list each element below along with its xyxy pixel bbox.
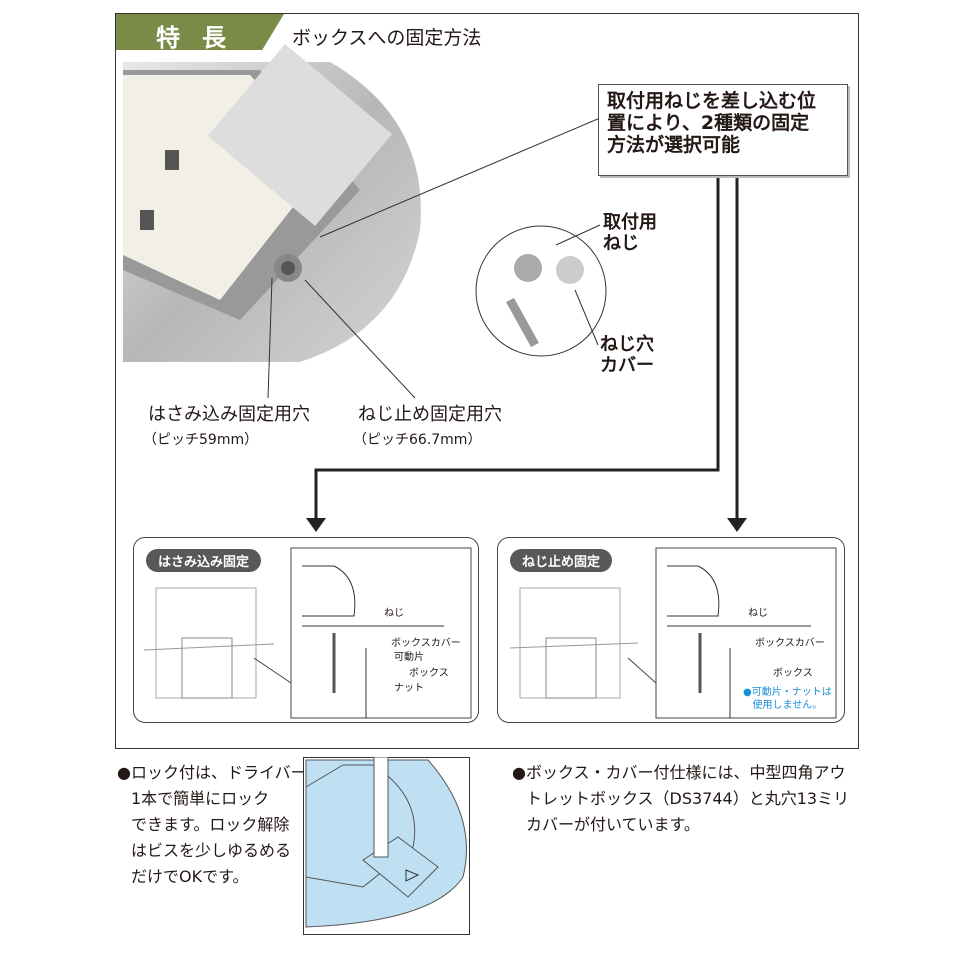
text-line: カバー	[600, 355, 654, 376]
text-line: 1本で簡単にロック	[131, 789, 270, 808]
text-line: 取付用	[603, 212, 657, 233]
diagram-label: ナット	[394, 683, 424, 694]
clamp-hole-label: はさみ込み固定用穴	[148, 404, 310, 425]
diagram-label: ボックスカバー	[755, 638, 825, 649]
text-line: カバーが付いています。	[526, 815, 700, 834]
text-line: 使用しません。	[752, 700, 823, 711]
clamp-hole-pitch: （ピッチ59mm）	[143, 432, 259, 448]
screw-hole-pitch: （ピッチ66.7mm）	[353, 432, 482, 448]
text-line: ●ロック付は、ドライバー	[117, 763, 307, 782]
callout-line: 置により、2種類の固定	[607, 112, 810, 134]
diagram-label: ねじ	[384, 608, 404, 619]
box-cover-note: ●ボックス・カバー付仕様には、中型四角アウトレットボックス（DS3744）と丸穴…	[512, 760, 849, 838]
clamp-diagram	[143, 547, 472, 719]
screw-label: 取付用ねじ	[603, 212, 657, 254]
lock-illustration	[303, 757, 470, 935]
panel-title: はさみ込み固定	[146, 549, 262, 572]
screw-method-panel: ねじ止め固定 ねじ ボックスカバー ボックス ●可動片・ナットは使用しません。	[497, 537, 845, 723]
diagram-label: ボックス	[773, 668, 813, 679]
text-line: ●可動片・ナットは	[743, 687, 832, 698]
screw-diagram	[509, 547, 837, 719]
text-line: はビスを少しゆるめる	[131, 841, 292, 860]
diagram-label: ボックス	[409, 668, 449, 679]
text-line: だけでOKです。	[131, 867, 249, 886]
section-title: ボックスへの固定方法	[292, 27, 482, 49]
diagram-label: ボックスカバー	[391, 638, 461, 649]
callout-box: 取付用ねじを差し込む位 置により、2種類の固定 方法が選択可能	[598, 84, 848, 176]
panel-note: ●可動片・ナットは使用しません。	[743, 686, 832, 712]
clamp-method-panel: はさみ込み固定 ねじ ボックスカバー 可動片 ボックス ナット	[133, 537, 479, 723]
text-line: ねじ	[603, 233, 639, 254]
callout-line: 取付用ねじを差し込む位	[607, 90, 817, 112]
diagram-label: ねじ	[748, 608, 768, 619]
text-line: できます。ロック解除	[131, 815, 290, 834]
feature-badge: 特長	[116, 14, 284, 50]
lock-note: ●ロック付は、ドライバー 1本で簡単にロックできます。ロック解除はビスを少しゆるめ…	[117, 760, 307, 890]
feature-frame	[115, 13, 859, 749]
text-line: ねじ穴	[600, 334, 654, 355]
screw-hole-label: ねじ止め固定用穴	[358, 404, 502, 425]
text-line: トレットボックス（DS3744）と丸穴13ミリ	[526, 789, 850, 808]
panel-title: ねじ止め固定	[510, 549, 613, 572]
diagram-label: 可動片	[394, 652, 424, 663]
badge-text: 特長	[156, 24, 248, 52]
text-line: ●ボックス・カバー付仕様には、中型四角アウ	[512, 763, 846, 782]
cover-label: ねじ穴カバー	[600, 334, 654, 376]
callout-line: 方法が選択可能	[607, 134, 741, 156]
